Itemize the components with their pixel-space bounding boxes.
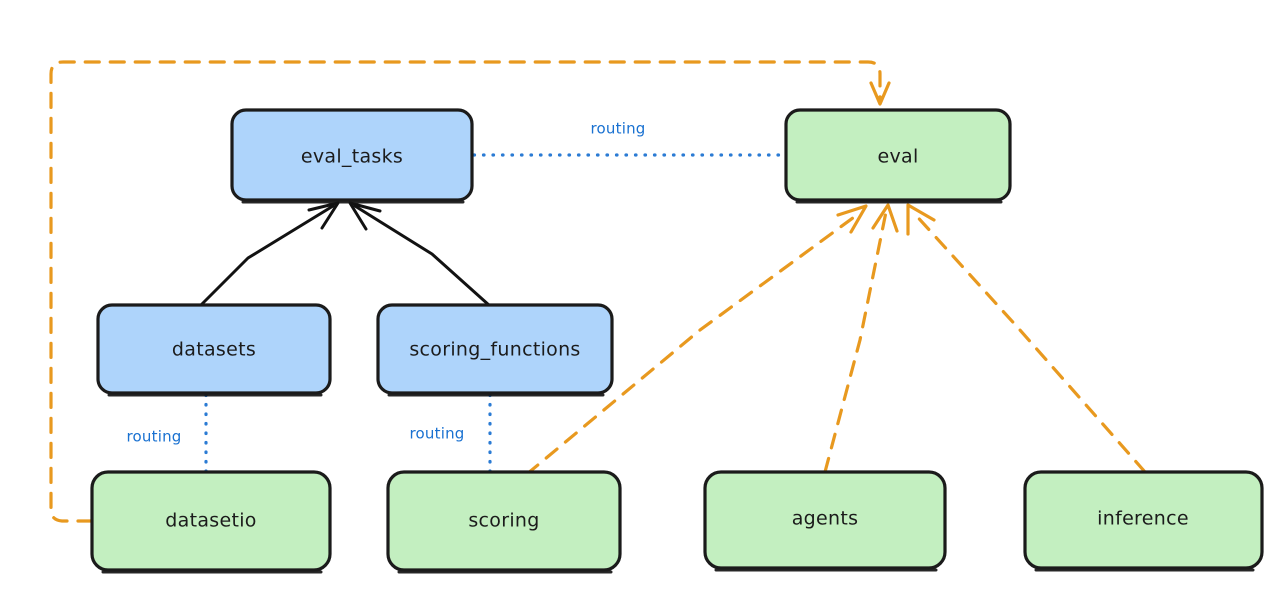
edge-datasetio-to-eval-arrowhead bbox=[869, 81, 891, 106]
edge-scoring-functions-to-eval-tasks-path bbox=[353, 204, 492, 308]
edge-agents-to-eval-path bbox=[823, 210, 888, 474]
node-eval-tasks[interactable]: eval_tasks bbox=[230, 108, 474, 204]
edge-datasetio-to-eval bbox=[49, 60, 891, 523]
edge-datasets-to-eval-tasks-path bbox=[198, 204, 335, 308]
node-scoring-shape bbox=[386, 470, 622, 572]
edge-scoring-to-eval bbox=[525, 204, 868, 476]
node-scoring-functions[interactable]: scoring_functions bbox=[376, 303, 614, 397]
edge-agents-to-eval bbox=[823, 203, 899, 474]
node-eval-tasks-label: eval_tasks bbox=[301, 146, 403, 168]
node-inference-shape bbox=[1023, 470, 1264, 570]
node-eval[interactable]: eval bbox=[784, 108, 1012, 204]
node-scoring[interactable]: scoring bbox=[386, 470, 622, 574]
node-inference[interactable]: inference bbox=[1023, 470, 1264, 572]
node-scoring-functions-label: scoring_functions bbox=[409, 339, 580, 361]
edge-inference-to-eval bbox=[906, 203, 1147, 474]
edge-datasets-to-eval-tasks bbox=[198, 201, 340, 308]
node-datasets-label: datasets bbox=[172, 339, 256, 361]
edge-layer bbox=[49, 60, 1147, 523]
node-eval-tasks-shape bbox=[230, 108, 474, 202]
node-agents-label: agents bbox=[792, 508, 859, 530]
node-eval-label: eval bbox=[877, 146, 918, 168]
node-eval-shape bbox=[784, 108, 1012, 202]
node-datasetio[interactable]: datasetio bbox=[90, 470, 332, 574]
edge-agents-to-eval-arrowhead bbox=[871, 203, 899, 233]
edge-scoring-functions-to-eval-tasks bbox=[348, 201, 492, 308]
node-agents[interactable]: agents bbox=[703, 470, 947, 572]
edge-label-routing-scoring: routing bbox=[410, 425, 465, 443]
node-datasets[interactable]: datasets bbox=[96, 303, 332, 397]
node-datasetio-shape bbox=[90, 470, 332, 572]
edge-scoring-to-eval-arrowhead bbox=[836, 204, 868, 234]
edge-label-layer: routing routing routing bbox=[127, 120, 646, 446]
edge-label-routing-datasetio: routing bbox=[127, 428, 182, 446]
edge-inference-to-eval-arrowhead bbox=[906, 203, 936, 236]
node-scoring-label: scoring bbox=[468, 510, 539, 532]
node-datasets-shape bbox=[96, 303, 332, 395]
edge-label-routing-eval: routing bbox=[591, 120, 646, 138]
edge-inference-to-eval-path bbox=[911, 210, 1147, 474]
node-inference-label: inference bbox=[1097, 508, 1189, 530]
node-agents-shape bbox=[703, 470, 947, 570]
node-scoring-functions-shape bbox=[376, 303, 614, 395]
node-layer: eval_tasks eval datasets scoring_functio… bbox=[90, 108, 1264, 574]
edge-datasetio-to-eval-path bbox=[49, 60, 882, 523]
node-datasetio-label: datasetio bbox=[165, 510, 256, 532]
edge-scoring-to-eval-path bbox=[525, 210, 863, 476]
